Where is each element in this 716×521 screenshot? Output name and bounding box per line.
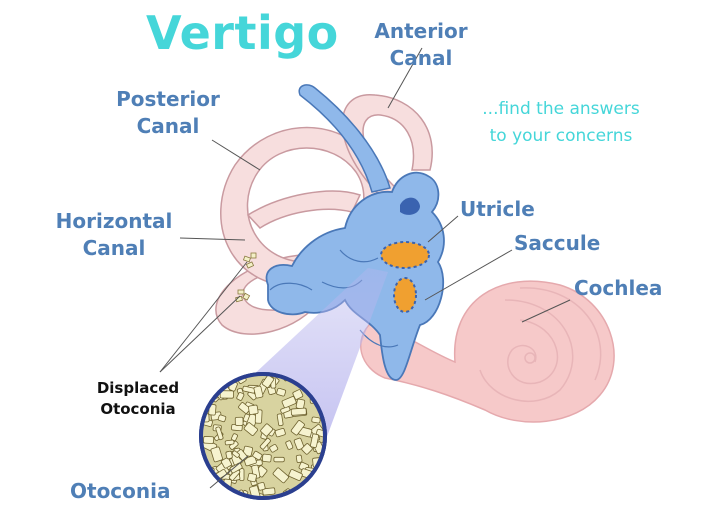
anterior-canal-label: Anterior Canal — [366, 18, 476, 72]
otoconia-crystal — [323, 470, 336, 485]
saccule-label: Saccule — [514, 230, 600, 257]
tagline: ...find the answers to your concerns — [466, 96, 656, 150]
otoconia-crystal — [299, 498, 307, 506]
horizontal-canal-label: Horizontal Canal — [44, 208, 184, 262]
otoconia-crystal — [211, 378, 222, 390]
utricle-label: Utricle — [460, 196, 535, 223]
saccule-macula — [394, 278, 416, 312]
otoconia-crystal — [319, 473, 329, 482]
otoconia-crystal — [218, 496, 226, 505]
otoconia-crystal — [210, 382, 218, 388]
otoconia-crystal — [203, 436, 213, 443]
posterior-canal-label: Posterior Canal — [108, 86, 228, 140]
otoconia-crystal — [312, 417, 321, 423]
displaced-otoconia-label: Displaced Otoconia — [78, 378, 198, 420]
otoconia-crystal — [290, 492, 301, 505]
otoconia-crystal — [225, 440, 234, 445]
otoconia-crystal — [226, 451, 233, 459]
otoconia-crystal — [274, 457, 284, 462]
otoconia-crystal — [220, 371, 225, 384]
otoconia-crystal — [223, 370, 231, 382]
cochlea-label: Cochlea — [574, 275, 662, 302]
otoconia-crystal — [235, 417, 243, 425]
otoconia-crystal — [296, 399, 305, 409]
otoconia-crystal — [323, 456, 333, 466]
utricle-macula — [381, 242, 429, 268]
otoconia-crystal — [291, 408, 306, 415]
otoconia-crystal — [262, 454, 271, 462]
page-title: Vertigo — [146, 6, 339, 60]
otoconia-label: Otoconia — [70, 478, 171, 505]
otoconia-crystal — [247, 473, 256, 482]
otoconia-crystal — [296, 455, 302, 463]
tagline-line-2: to your concerns — [466, 123, 656, 150]
otoconia-crystal — [323, 487, 336, 503]
otoconia-crystal — [201, 388, 212, 399]
tagline-line-1: ...find the answers — [466, 96, 656, 123]
otoconia-crystal — [248, 405, 258, 415]
